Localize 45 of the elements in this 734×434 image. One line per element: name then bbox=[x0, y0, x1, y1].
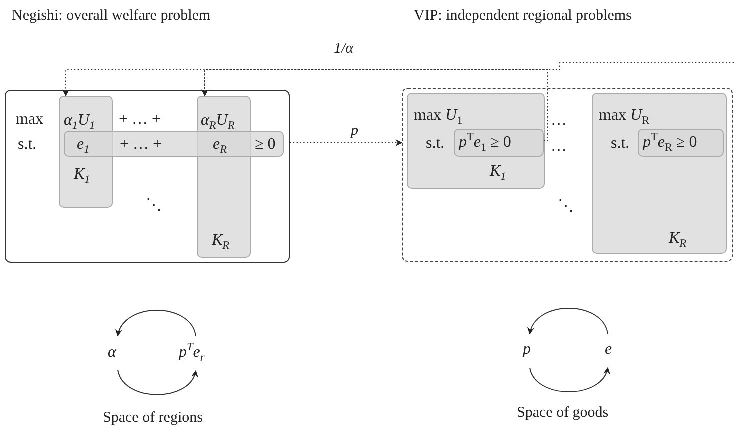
dotted-arrow bbox=[202, 70, 548, 142]
math-text: K$_{R}$ bbox=[669, 229, 687, 249]
subproblem-box bbox=[407, 93, 545, 189]
math-text: ≥ 0 bbox=[255, 135, 276, 155]
math-text: α bbox=[108, 343, 116, 363]
math-text: + … + bbox=[119, 110, 162, 130]
ellipsis-text: … bbox=[551, 137, 567, 157]
math-text: s.t. bbox=[18, 135, 37, 155]
math-text: max U$_{1}$ bbox=[414, 106, 463, 126]
math-text: e$_{1}$ bbox=[77, 135, 90, 155]
constraint-box bbox=[454, 129, 544, 157]
subproblem-box bbox=[592, 93, 727, 254]
math-text: α$_{1}$U$_{1}$ bbox=[64, 111, 96, 131]
math-text: max bbox=[16, 110, 44, 130]
curved-arrow bbox=[528, 308, 608, 335]
math-text: p$^{T}$e$_{R}$ ≥ 0 bbox=[643, 133, 698, 153]
ellipsis-text: ⋱ bbox=[558, 197, 574, 217]
heading: Negishi: overall welfare problem bbox=[12, 8, 211, 25]
curved-arrow bbox=[118, 370, 198, 396]
math-text: s.t. bbox=[611, 134, 630, 154]
constraint-row bbox=[64, 131, 284, 157]
dotted-arrow bbox=[202, 62, 734, 97]
math-text: K$_{1}$ bbox=[490, 162, 506, 182]
math-text: p$^{T}$e$_{r}$ bbox=[179, 343, 205, 363]
math-text: e bbox=[605, 340, 612, 360]
curved-arrow bbox=[530, 367, 610, 392]
ellipsis-text: … bbox=[551, 111, 567, 131]
subproblems-box bbox=[402, 88, 733, 262]
math-text: max U$_{R}$ bbox=[599, 106, 650, 126]
math-text: + … + bbox=[120, 135, 162, 155]
caption: Space of goods bbox=[517, 405, 609, 422]
caption: Space of regions bbox=[103, 410, 203, 427]
heading: VIP: independent regional problems bbox=[414, 8, 632, 25]
curved-arrow bbox=[116, 310, 196, 337]
math-text: s.t. bbox=[426, 134, 445, 154]
math-text: e$_{R}$ bbox=[213, 135, 227, 155]
math-text: p$^{T}$e$_{1}$ ≥ 0 bbox=[459, 133, 512, 153]
problem-box bbox=[5, 90, 290, 263]
math-text: α$_{R}$U$_{R}$ bbox=[201, 111, 235, 131]
constraint-box bbox=[638, 129, 724, 157]
math-text: p bbox=[523, 340, 531, 360]
math-text: K$_{1}$ bbox=[74, 165, 90, 185]
math-text: K$_{R}$ bbox=[212, 231, 230, 251]
math-text: ⋱ bbox=[146, 196, 162, 216]
dotted-arrow bbox=[290, 140, 403, 146]
